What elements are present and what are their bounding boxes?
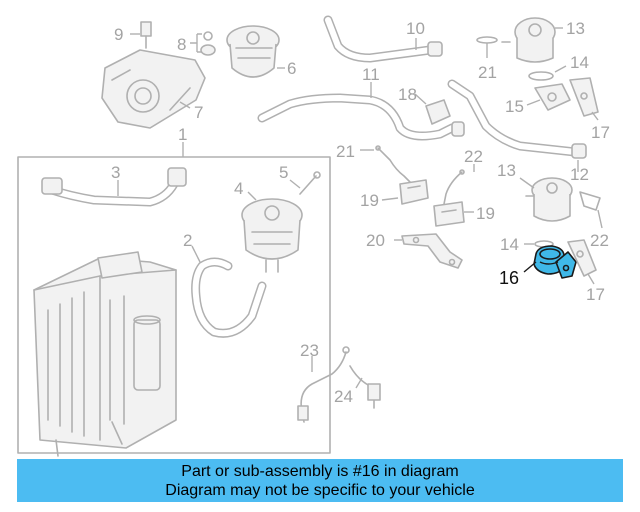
bracket-part-17-lower xyxy=(567,239,597,277)
connector-part-18 xyxy=(425,99,451,125)
callout-24: 24 xyxy=(334,387,353,406)
pump-part-4 xyxy=(241,198,303,273)
callout-15: 15 xyxy=(505,97,524,116)
gasket-part-14-upper xyxy=(528,71,554,81)
hose-part-2 xyxy=(191,257,267,338)
callout-18: 18 xyxy=(398,85,417,104)
sensor-wire-part-22-upper xyxy=(443,169,465,205)
callout-8: 8 xyxy=(177,35,186,54)
callout-10: 10 xyxy=(406,19,425,38)
callout-13-upper: 13 xyxy=(566,19,585,38)
hose-part-12 xyxy=(447,79,587,159)
callout-14-lower: 14 xyxy=(500,235,519,254)
hose-part-10 xyxy=(323,15,443,63)
clip-part-22-lower xyxy=(579,191,601,211)
valve-part-13-upper xyxy=(501,17,556,63)
banner-line-2: Diagram may not be specific to your vehi… xyxy=(165,481,475,499)
banner-line-1: Part or sub-assembly is #16 in diagram xyxy=(181,462,459,480)
callout-23: 23 xyxy=(300,341,319,360)
callout-4: 4 xyxy=(234,179,243,198)
callout-6: 6 xyxy=(287,59,296,78)
callout-21-lower: 21 xyxy=(336,142,355,161)
callout-14-upper: 14 xyxy=(570,53,589,72)
fitting-part-15 xyxy=(534,83,571,111)
callout-19-right: 19 xyxy=(476,204,495,223)
valve-part-13-lower xyxy=(525,177,573,222)
connector-part-19-left xyxy=(399,179,429,205)
callout-12: 12 xyxy=(570,165,589,184)
oxygen-sensor-part-24 xyxy=(349,365,381,409)
callout-5: 5 xyxy=(279,163,288,182)
callout-1: 1 xyxy=(178,125,187,144)
callout-13-lower: 13 xyxy=(497,161,516,180)
highlighted-part-16[interactable] xyxy=(533,245,577,279)
callout-2: 2 xyxy=(183,231,192,250)
parts-diagram: 9 8 6 7 10 13 21 14 15 17 11 18 1 21 22 … xyxy=(17,15,610,457)
clamp-part-21-upper xyxy=(476,36,498,44)
sensor-wire-part-21 xyxy=(375,145,413,185)
assembly-box-1 xyxy=(17,156,331,454)
callout-22-upper: 22 xyxy=(464,147,483,166)
grommet-part-9 xyxy=(140,21,152,49)
bracket-part-7 xyxy=(101,49,206,129)
leader-part-16 xyxy=(523,261,537,273)
info-banner: Part or sub-assembly is #16 in diagram D… xyxy=(17,459,623,502)
bracket-part-17-upper xyxy=(569,77,599,117)
callout-17-lower: 17 xyxy=(586,285,605,304)
oxygen-sensor-part-23 xyxy=(297,346,350,423)
grommet-part-8 xyxy=(200,31,216,56)
air-pump-part-6 xyxy=(226,25,280,78)
callout-9: 9 xyxy=(114,25,123,44)
callout-16[interactable]: 16 xyxy=(499,268,519,288)
callout-21-upper: 21 xyxy=(478,63,497,82)
canister-part-1 xyxy=(33,251,177,457)
callout-7: 7 xyxy=(194,103,203,122)
callout-3: 3 xyxy=(111,163,120,182)
callout-19-left: 19 xyxy=(360,191,379,210)
bracket-part-20 xyxy=(401,233,463,269)
connector-part-19-right xyxy=(433,201,465,227)
callout-11: 11 xyxy=(362,65,380,84)
hose-part-11 xyxy=(257,93,465,141)
callout-20: 20 xyxy=(366,231,385,250)
callout-17-upper: 17 xyxy=(591,123,610,142)
sensor-part-5 xyxy=(299,171,321,195)
callout-22-lower: 22 xyxy=(590,231,609,250)
pipe-part-3 xyxy=(41,167,187,207)
